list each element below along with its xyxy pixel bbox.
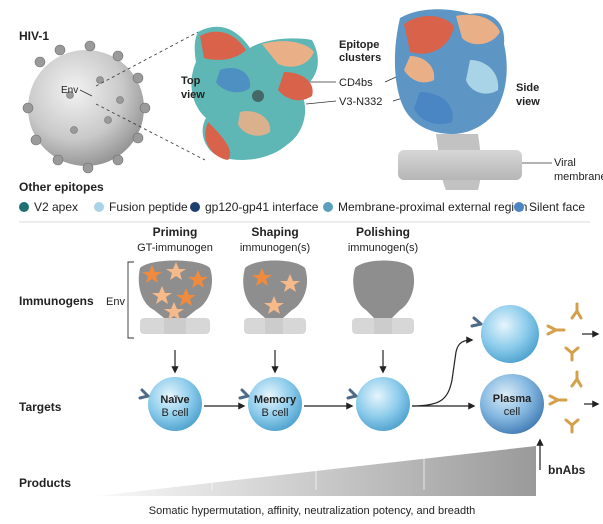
plasma-cell [480,374,544,434]
viral-membrane [398,150,522,180]
virus-label: HIV-1 [19,29,49,43]
v3-leader-left [305,100,337,105]
viral-membrane-label-1: Viral [554,157,576,169]
polishing-subtitle: immunogen(s) [348,242,418,254]
polishing-title: Polishing [356,225,410,239]
env-label: Env [61,85,78,96]
antibodies-lower [548,370,583,434]
plasma-cell-label-2: cell [504,406,521,418]
row-label-products: Products [19,476,71,490]
immunogen-priming [138,260,213,334]
naive-cell-label-1: Naïve [160,394,189,406]
side-view-label-2: view [516,96,540,108]
gradient-caption: Somatic hypermutation, affinity, neutral… [149,505,476,517]
plasma-cell-label-1: Plasma [493,393,532,405]
shaping-title: Shaping [251,225,298,239]
immunogen-shaping [243,260,308,334]
memory-cell-label-2: B cell [262,407,289,419]
env-leader-line [79,89,93,97]
arrow-to-memory-output [411,336,474,407]
immunogen-polishing [352,260,415,334]
antibodies-upper [546,302,583,362]
side-view-label-1: Side [516,82,539,94]
bnabs-label: bnAbs [548,463,586,477]
cd4bs-label: CD4bs [339,77,373,89]
epitope-clusters-label-2: clusters [339,52,381,64]
priming-subtitle: GT-immunogen [137,242,213,254]
hiv-virus-particle [22,40,151,174]
memory-b-cell [238,377,302,431]
row-label-immunogens: Immunogens [19,294,94,308]
priming-title: Priming [153,225,198,239]
viral-membrane-label-2: membrane [554,171,603,183]
zoom-line-bottom [95,103,206,161]
naive-b-cell [138,377,202,431]
output-memory-b-cell [470,305,539,363]
top-view-label-1: Top [181,75,201,87]
row-label-env: Env [106,296,125,308]
v3-n332-label: V3-N332 [339,96,382,108]
top-view-label-2: view [181,89,205,101]
env-bracket [127,261,134,339]
shaping-subtitle: immunogen(s) [240,242,310,254]
naive-cell-label-2: B cell [162,407,189,419]
polished-b-cell [346,377,410,431]
row-label-targets: Targets [19,400,62,414]
zoom-line-top [95,31,199,87]
memory-cell-label-1: Memory [254,394,297,406]
env-top-view [191,26,318,161]
epitope-clusters-label-1: Epitope [339,39,379,51]
